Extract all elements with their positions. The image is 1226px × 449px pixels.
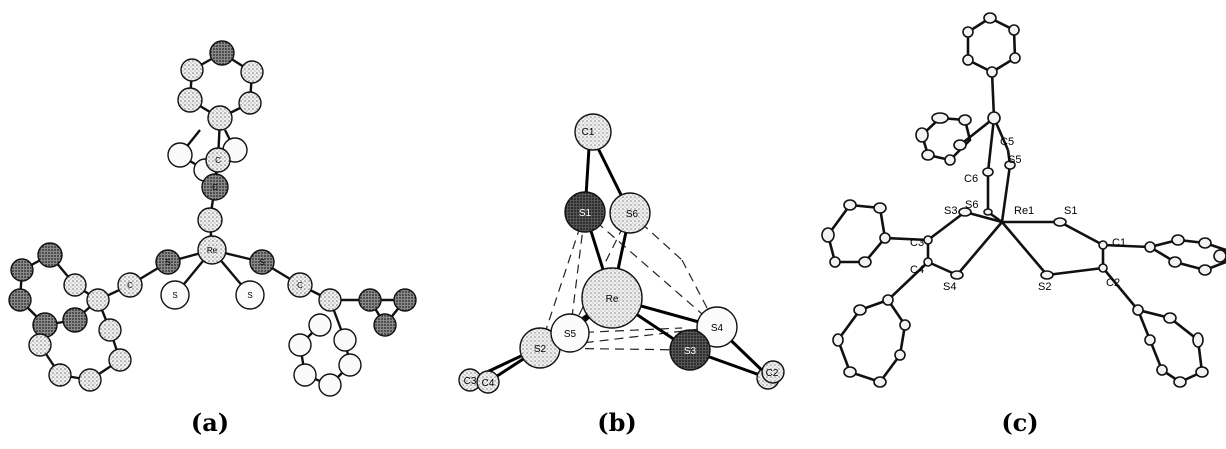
atom-label: S2 <box>534 344 547 355</box>
atom-label: S3 <box>944 205 957 217</box>
atom-label: C4 <box>910 264 924 276</box>
atom-label: S4 <box>711 323 724 334</box>
atom-label: S3 <box>684 346 697 357</box>
atoms-c <box>821 12 1226 388</box>
atom-labels-c: C5 S5 C6 S6 S3 Re1 S1 C3 C1 C4 S4 S2 C2 <box>910 136 1126 293</box>
atom-label: C <box>212 183 218 192</box>
panel-a: C C Re S S S S C C (a) <box>0 0 430 449</box>
atom-label: C1 <box>582 127 595 138</box>
caption-b: (b) <box>597 408 637 437</box>
atom-label: S <box>259 258 264 267</box>
atom-label: S <box>165 258 170 267</box>
atom-label: C5 <box>1000 136 1014 148</box>
atom-label: S4 <box>943 281 956 293</box>
atom-label: S1 <box>1064 205 1077 217</box>
atom-label: C1 <box>1112 237 1126 249</box>
atom-label: C <box>127 281 133 290</box>
panel-c: C5 S5 C6 S6 S3 Re1 S1 C3 C1 C4 S4 S2 C2 … <box>810 0 1226 449</box>
atom-label: C3 <box>464 376 477 387</box>
panel-b: C1 S1 S6 Re S2 S5 S4 S3 C3 C4 C2 (b) <box>430 0 810 449</box>
atom-label: Re <box>207 246 218 255</box>
atom-label: Re <box>606 294 619 305</box>
atom-label: S5 <box>564 329 577 340</box>
atom-label: S2 <box>1038 281 1051 293</box>
atom-label: S <box>172 291 177 300</box>
atoms-b <box>458 113 785 394</box>
structure-b: C1 S1 S6 Re S2 S5 S4 S3 C3 C4 C2 <box>458 113 785 394</box>
caption-c: (c) <box>1001 408 1039 437</box>
atom-label: S1 <box>579 208 592 219</box>
structure-a: C C Re S S S S C C <box>8 40 417 397</box>
caption-a: (a) <box>190 408 230 437</box>
atom-label: C <box>215 156 221 165</box>
atom-label: S <box>247 291 252 300</box>
atom-label: Re1 <box>1014 205 1034 217</box>
atom-label: C2 <box>766 368 779 379</box>
atom-label: C3 <box>910 237 924 249</box>
atom-label: S5 <box>1008 154 1021 166</box>
structure-c: C5 S5 C6 S6 S3 Re1 S1 C3 C1 C4 S4 S2 C2 <box>821 12 1226 388</box>
atoms-a <box>8 40 417 397</box>
atom-label: C2 <box>1106 277 1120 289</box>
bonds-c <box>826 16 1226 384</box>
atom-label: C6 <box>964 173 978 185</box>
atom-label: C <box>297 281 303 290</box>
atom-label: S6 <box>626 209 639 220</box>
atom-label: C4 <box>482 378 495 389</box>
atom-label: S6 <box>965 199 978 211</box>
